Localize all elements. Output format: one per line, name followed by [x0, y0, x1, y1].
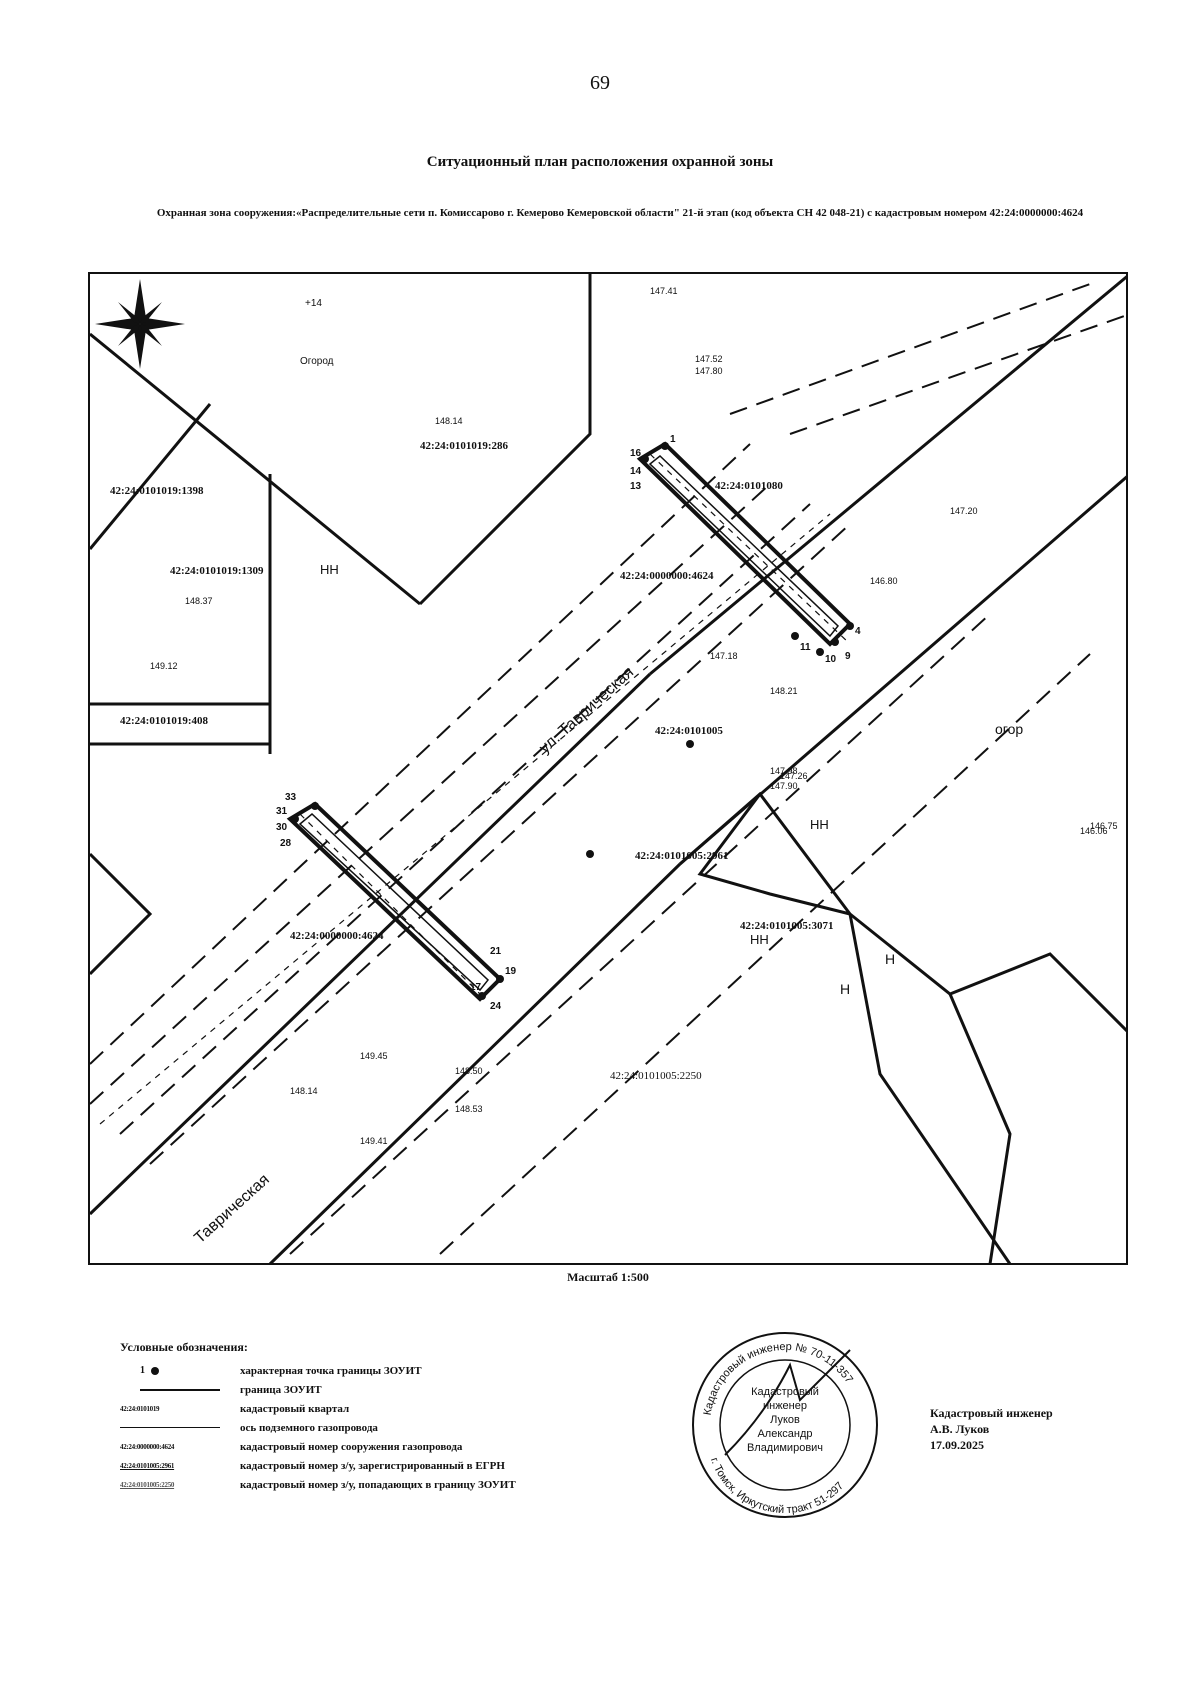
- svg-text:149.41: 149.41: [360, 1136, 388, 1146]
- legend-item-axis: ось подземного газопровода: [120, 1418, 680, 1437]
- engineer-seal: Кадастровый инженер № 70-11-357 г. Томск…: [692, 1332, 878, 1518]
- svg-text:19: 19: [505, 966, 517, 977]
- svg-text:31: 31: [276, 806, 288, 817]
- point-icon: [150, 1366, 159, 1375]
- characteristic-points: [291, 442, 854, 1000]
- svg-text:+14: +14: [305, 298, 322, 309]
- legend-item-quarter: 42:24:0101019 кадастровый квартал: [120, 1402, 350, 1415]
- street-label: Таврическая: [191, 1171, 273, 1247]
- svg-text:30: 30: [276, 822, 288, 833]
- svg-text:148.21: 148.21: [770, 686, 798, 696]
- scale-label: Масштаб 1:500: [567, 1270, 649, 1284]
- svg-text:НН: НН: [320, 562, 339, 577]
- svg-text:17: 17: [470, 982, 482, 993]
- legend-item-boundary: граница ЗОУИТ: [120, 1380, 680, 1399]
- svg-text:4: 4: [855, 626, 861, 637]
- svg-text:147.41: 147.41: [650, 286, 678, 296]
- signature: [724, 1349, 851, 1456]
- svg-text:146.80: 146.80: [870, 576, 898, 586]
- point-numbers-zone-1: 16 1 14 13 4 9 10 11: [630, 434, 861, 665]
- svg-text:НН: НН: [810, 817, 829, 832]
- road-edges: [90, 283, 1126, 1255]
- legend: Условные обозначения: 1 характерная точк…: [120, 1340, 680, 1494]
- parcel-label: 42:24:0101019:408: [120, 715, 208, 727]
- engineer-name: А.В. Луков: [930, 1422, 990, 1436]
- svg-text:1: 1: [670, 434, 676, 445]
- parcel-label: 42:24:0101019:286: [420, 440, 508, 452]
- svg-text:146.75: 146.75: [1090, 821, 1118, 831]
- point-numbers-zone-2: 33 31 30 28 21 19 24 17: [276, 792, 517, 1012]
- svg-text:148.50: 148.50: [455, 1066, 483, 1076]
- svg-text:149.45: 149.45: [360, 1051, 388, 1061]
- legend-item-structure-number: 42:24:0000000:4624 кадастровый номер соо…: [120, 1440, 463, 1453]
- legend-title: Условные обозначения:: [120, 1340, 248, 1354]
- svg-text:147.20: 147.20: [950, 506, 978, 516]
- svg-text:148.37: 148.37: [185, 596, 213, 606]
- document-subtitle: Охранная зона сооружения:«Распределитель…: [156, 207, 1084, 219]
- svg-text:11: 11: [800, 642, 811, 653]
- svg-text:147.98: 147.98: [770, 766, 798, 776]
- svg-text:Владимирович: Владимирович: [747, 1442, 823, 1454]
- cadastral-map: 42:24:0101019:286 42:24:0101019:1398 42:…: [88, 272, 1128, 1265]
- svg-text:147.52: 147.52: [695, 354, 723, 364]
- svg-text:14: 14: [630, 466, 642, 477]
- svg-text:33: 33: [285, 792, 297, 803]
- svg-text:НН: НН: [750, 932, 769, 947]
- svg-text:147.90: 147.90: [770, 781, 798, 791]
- parcel-boundaries: [90, 274, 1126, 1263]
- parcel-label: 42:24:0101080: [715, 480, 783, 492]
- svg-text:16: 16: [630, 448, 642, 459]
- legend-item-point: 1 характерная точка границы ЗОУИТ: [140, 1364, 422, 1377]
- svg-text:147.80: 147.80: [695, 366, 723, 376]
- parcel-label: 42:24:0000000:4624: [620, 570, 714, 582]
- svg-text:148.53: 148.53: [455, 1104, 483, 1114]
- parcel-label: 42:24:0000000:4624: [290, 930, 384, 942]
- svg-text:Кадастровый: Кадастровый: [751, 1386, 819, 1398]
- svg-text:21: 21: [490, 946, 502, 957]
- svg-text:148.14: 148.14: [290, 1086, 318, 1096]
- legend-item-zone-parcels: 42:24:0101005:2250 кадастровый номер з/у…: [120, 1478, 516, 1491]
- parcel-label: 42:24:0101019:1398: [110, 485, 204, 497]
- north-arrow-icon: [95, 279, 185, 369]
- parcel-label: 42:24:0101005:2961: [635, 850, 729, 862]
- svg-text:Огород: Огород: [300, 356, 334, 367]
- zouit-zone-2: [286, 801, 503, 1002]
- svg-text:Н: Н: [840, 981, 850, 997]
- page-number: 69: [590, 72, 610, 94]
- document-title: Ситуационный план расположения охранной …: [426, 154, 774, 170]
- parcel-label: 42:24:0101005:3071: [740, 920, 834, 932]
- svg-text:149.12: 149.12: [150, 661, 178, 671]
- map-svg: 42:24:0101019:286 42:24:0101019:1398 42:…: [90, 274, 1126, 1263]
- svg-text:147.18: 147.18: [710, 651, 738, 661]
- street-label: ул. Таврическая: [536, 664, 637, 757]
- svg-text:9: 9: [845, 651, 851, 662]
- gas-pipeline-axis: [99, 453, 851, 1125]
- svg-text:Луков: Луков: [770, 1414, 800, 1426]
- svg-text:147.26: 147.26: [780, 771, 808, 781]
- svg-text:Н: Н: [885, 951, 895, 967]
- parcel-label: 42:24:0101019:1309: [170, 565, 264, 577]
- engineer-date: 17.09.2025: [930, 1438, 984, 1452]
- engineer-role: Кадастровый инженер: [930, 1406, 1053, 1420]
- legend-item-registered-number: 42:24:0101005:2961 кадастровый номер з/у…: [120, 1459, 505, 1472]
- svg-text:Александр: Александр: [757, 1428, 812, 1440]
- engineer-block: Кадастровый инженер А.В. Луков 17.09.202…: [930, 1405, 1053, 1453]
- elevation-marks: 147.41 147.52 147.80 148.14 147.20 146.8…: [150, 286, 1118, 1146]
- svg-text:28: 28: [280, 838, 292, 849]
- svg-text:огор: огор: [995, 721, 1023, 737]
- svg-text:146.06: 146.06: [1080, 826, 1108, 836]
- svg-text:24: 24: [490, 1001, 502, 1012]
- svg-text:13: 13: [630, 481, 642, 492]
- parcel-label: 42:24:0101005:2250: [610, 1070, 702, 1082]
- svg-text:10: 10: [825, 654, 837, 665]
- parcel-label: 42:24:0101005: [655, 725, 723, 737]
- map-misc-labels: +14 Огород НН НН НН Н Н огор: [300, 298, 1023, 997]
- svg-text:148.14: 148.14: [435, 416, 463, 426]
- svg-text:инженер: инженер: [763, 1400, 807, 1412]
